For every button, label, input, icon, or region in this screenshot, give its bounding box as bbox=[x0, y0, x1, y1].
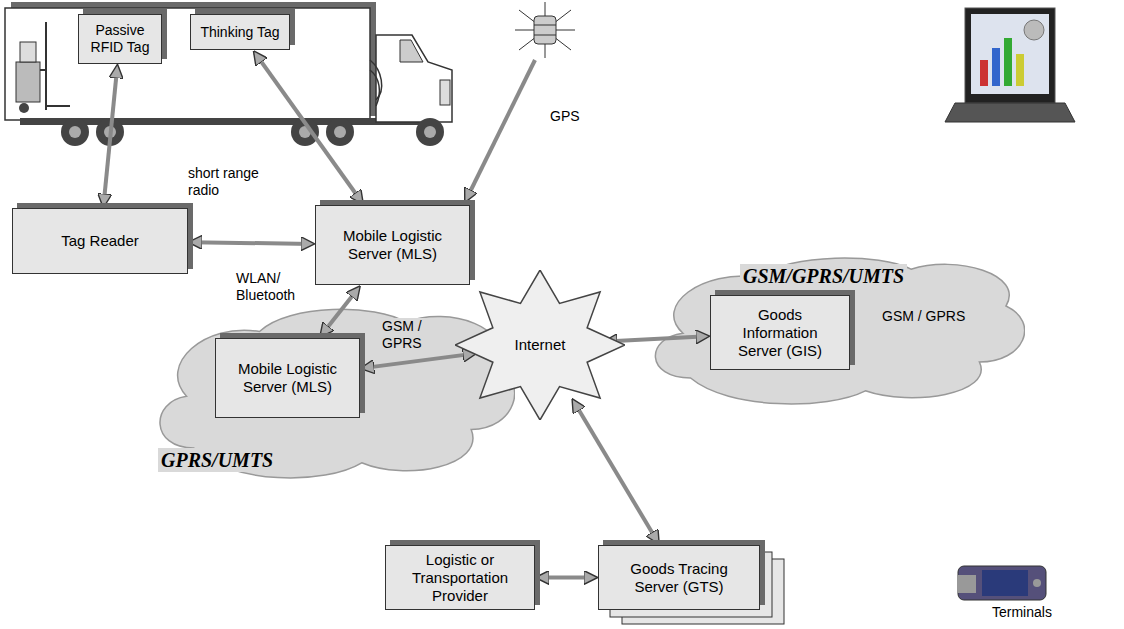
link-arrow bbox=[573, 401, 657, 542]
process-box: Tag Reader bbox=[12, 208, 188, 274]
laptop-terminal-part bbox=[945, 103, 1075, 122]
truck-illustration-part bbox=[20, 42, 36, 62]
annotation-label: GPS bbox=[548, 108, 582, 125]
process-box: Mobile Logistic Server (MLS) bbox=[315, 205, 470, 285]
link-arrow bbox=[104, 67, 118, 205]
gps-satellite-part bbox=[534, 25, 556, 26]
laptop-terminal-part bbox=[1024, 20, 1044, 40]
network-name: GSM/GPRS/UMTS bbox=[740, 264, 907, 288]
node-label: Tag Reader bbox=[61, 232, 139, 250]
truck-illustration-part bbox=[370, 70, 379, 106]
truck-illustration-part bbox=[46, 105, 70, 107]
network-cloud: GSM/GPRS/UMTS Goods Information Server (G… bbox=[645, 250, 1025, 410]
truck-illustration-part bbox=[69, 126, 81, 138]
truck-illustration-part bbox=[424, 126, 436, 138]
node-label: Thinking Tag bbox=[200, 24, 279, 41]
gps-satellite-part bbox=[534, 16, 556, 44]
truck-illustration-part bbox=[45, 22, 47, 110]
gps-arrow-part bbox=[466, 60, 535, 200]
node-label: Passive RFID Tag bbox=[84, 22, 156, 56]
process-box: Goods Tracing Server (GTS) bbox=[598, 545, 760, 610]
gps-arrow bbox=[466, 60, 535, 200]
laptop-terminal-part bbox=[1016, 54, 1024, 86]
laptop-terminal-part bbox=[992, 48, 1000, 86]
laptop-terminal-part bbox=[1004, 38, 1012, 86]
truck-illustration-part bbox=[5, 8, 370, 120]
network-name: GPRS/UMTS bbox=[158, 448, 276, 472]
process-box: Logistic or Transportation Provider bbox=[385, 545, 535, 610]
process-box: Goods Information Server (GIS) bbox=[710, 295, 850, 370]
phone-terminal-part bbox=[982, 570, 1028, 596]
node-label: Internet bbox=[515, 336, 566, 354]
process-box: Passive RFID Tag bbox=[78, 14, 162, 64]
laptop-terminal-part bbox=[971, 14, 1049, 94]
truck-illustration-part bbox=[326, 118, 354, 146]
phone-terminal-part bbox=[958, 575, 976, 593]
node-label: Goods Information Server (GIS) bbox=[725, 306, 835, 360]
phone-terminal bbox=[958, 566, 1046, 600]
node-label: Mobile Logistic Server (MLS) bbox=[238, 360, 338, 396]
truck-illustration-part bbox=[40, 69, 46, 71]
truck-illustration-part bbox=[19, 103, 29, 113]
truck-illustration-part bbox=[416, 118, 444, 146]
link-arrow bbox=[191, 242, 312, 244]
link-label: short range radio bbox=[188, 165, 268, 199]
gps-satellite-part bbox=[534, 35, 556, 36]
network-cloud: GPRS/UMTS Mobile Logistic Server (MLS) bbox=[150, 300, 515, 485]
laptop-terminal-part bbox=[980, 60, 988, 86]
node-label: Logistic or Transportation Provider bbox=[395, 551, 525, 605]
network-star: Internet bbox=[455, 270, 625, 420]
node-label: Mobile Logistic Server (MLS) bbox=[343, 227, 443, 263]
truck-illustration-part bbox=[440, 80, 450, 105]
cloud-shape bbox=[655, 258, 1024, 404]
truck-illustration-part bbox=[376, 35, 452, 122]
truck-illustration-part bbox=[16, 62, 40, 102]
truck-illustration-part bbox=[400, 40, 423, 62]
node-label: Goods Tracing Server (GTS) bbox=[624, 560, 734, 596]
laptop-terminal bbox=[945, 8, 1075, 122]
gps-satellite bbox=[515, 2, 575, 58]
laptop-terminal-part bbox=[965, 8, 1055, 103]
annotation-label: Terminals bbox=[990, 604, 1054, 621]
process-box: Mobile Logistic Server (MLS) bbox=[215, 338, 360, 418]
truck-illustration bbox=[5, 2, 452, 146]
star-shape bbox=[455, 270, 625, 420]
process-box: Thinking Tag bbox=[190, 14, 290, 50]
link-arrow bbox=[255, 53, 362, 202]
link-arrow bbox=[538, 576, 595, 580]
annotation-label: GSM / GPRS bbox=[880, 308, 967, 325]
phone-terminal-part bbox=[958, 566, 1046, 600]
truck-illustration-part bbox=[61, 118, 89, 146]
truck-illustration-part bbox=[334, 126, 346, 138]
phone-terminal-part bbox=[1033, 579, 1041, 587]
link-label: WLAN/ Bluetooth bbox=[236, 270, 306, 304]
annotation-label: GSM / GPRS bbox=[380, 318, 436, 352]
